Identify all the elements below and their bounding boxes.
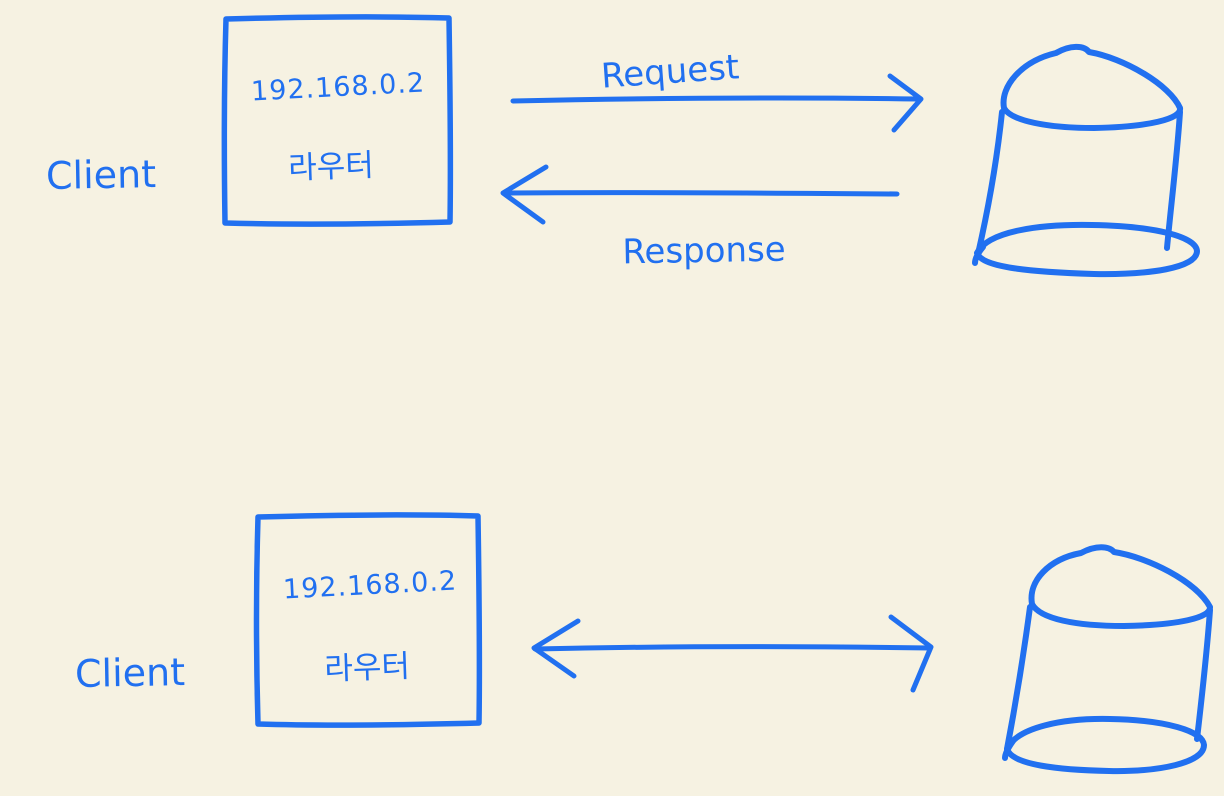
cylinder-left-side — [1004, 604, 1033, 752]
top-flow: Client 192.168.0.2 라우터 Request Response — [46, 14, 1200, 278]
router-box — [221, 14, 454, 227]
cylinder-bottom-ellipse — [974, 221, 1200, 278]
cylinder-top-face — [1028, 544, 1213, 629]
router-name-label: 라우터 — [288, 148, 375, 187]
cylinder-stroke-hook — [1002, 738, 1016, 761]
bottom-flow: Client 192.168.0.2 라우터 — [75, 512, 1213, 775]
response-arrow — [500, 164, 900, 225]
request-arrow — [510, 73, 924, 133]
router-ip-label: 192.168.0.2 — [250, 67, 426, 107]
cylinder-right-side — [1164, 109, 1183, 251]
cylinder-stroke-hook — [972, 244, 986, 266]
database-cylinder-icon — [1002, 544, 1213, 775]
right-arrowhead-icon — [888, 614, 934, 693]
cylinder-left-side — [975, 109, 1005, 257]
cylinder-right-side — [1194, 607, 1213, 742]
request-arrowhead-icon — [887, 73, 924, 133]
cylinder-top-face — [1000, 43, 1183, 131]
bidirectional-arrow-line — [532, 644, 933, 652]
request-label: Request — [600, 47, 741, 97]
bidirectional-arrow — [531, 614, 934, 693]
database-cylinder-icon — [972, 43, 1200, 278]
cylinder-bottom-ellipse — [1004, 715, 1207, 775]
router-box — [253, 512, 483, 728]
router-ip-label: 192.168.0.2 — [282, 565, 458, 605]
client-label: Client — [75, 650, 186, 696]
router-name-label: 라우터 — [324, 649, 411, 688]
left-arrowhead-icon — [531, 618, 581, 679]
response-label: Response — [622, 230, 786, 273]
request-arrow-line — [510, 95, 921, 104]
client-label: Client — [46, 152, 157, 198]
response-arrowhead-icon — [500, 164, 549, 225]
response-arrow-line — [506, 190, 900, 197]
